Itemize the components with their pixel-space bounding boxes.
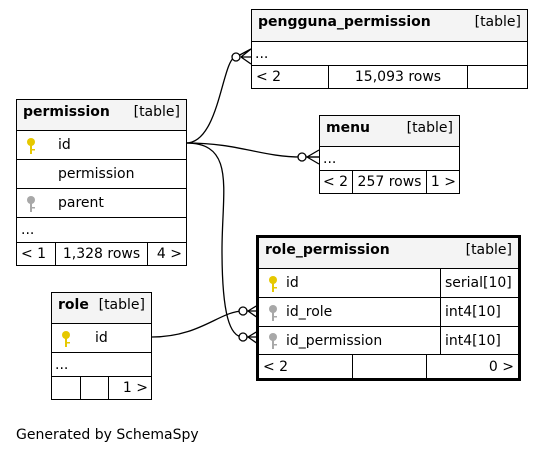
column-row: id [52,323,151,352]
crowfoot-menu [306,149,320,165]
table-tag: [table] [474,14,521,30]
footer-children: 1 > [108,377,151,399]
table-footer: < 1 1,328 rows 4 > [17,242,186,265]
connector-permission-role_permission [185,142,257,338]
column-name: id_role [286,304,333,320]
column-name: id [95,330,108,346]
gray-key-icon [269,305,277,321]
footer-rows: 257 rows [352,171,426,193]
table-header: menu [table] [320,116,459,146]
gold-key-icon [269,276,277,292]
gray-key-icon [27,196,35,212]
footer-parents: < 1 [21,246,47,262]
table-tag: [table] [465,242,512,258]
column-name: permission [58,166,135,182]
ellipsis: ... [323,150,337,167]
column-name: id_permission [286,332,383,349]
table-name: role_permission [265,242,390,258]
footer-parents: < 2 [263,358,289,375]
table-footer: 1 > [52,376,151,399]
crowfoot-pengguna [240,48,252,65]
table-header: pengguna_permission [table] [252,10,527,41]
table-footer: < 2 257 rows 1 > [320,170,459,193]
gold-key-icon [27,138,35,154]
ellipsis: ... [55,356,69,373]
optional-marker-menu [297,152,307,162]
footer-rows [80,377,108,399]
table-name: role [58,297,89,313]
table-name: menu [326,120,371,136]
column-row: parent [17,188,186,217]
table-tag: [table] [133,104,180,120]
column-row: id_role int4[10] [259,297,518,326]
column-type: int4[10] [440,327,518,354]
table-footer: < 2 15,093 rows [252,65,527,88]
column-name: parent [58,195,104,211]
column-row: id_permission int4[10] [259,326,518,354]
table-name: pengguna_permission [258,14,431,30]
footer-rows: 1,328 rows [55,243,147,265]
footer-children: 0 > [426,355,518,378]
footer-children: 1 > [426,171,459,193]
generated-by-text: Generated by SchemaSpy [16,427,199,443]
ellipsis-row: ... [320,146,459,170]
table-name: permission [23,104,110,120]
table-tag: [table] [98,297,145,313]
column-type: serial[10] [440,269,518,297]
table-header: role_permission [table] [259,238,518,268]
optional-marker-id-permission [238,332,248,342]
gray-key-icon [269,333,277,349]
ellipsis-row: ... [252,41,527,65]
ellipsis: ... [255,45,269,62]
optional-marker-id-role [238,306,248,316]
footer-children [467,66,527,88]
column-name: id [58,137,71,153]
optional-marker-pengguna [231,52,241,62]
table-role[interactable]: role [table] id ... 1 > [51,292,152,400]
footer-rows: 15,093 rows [328,66,467,88]
table-header: permission [table] [17,100,186,130]
column-type: int4[10] [440,298,518,326]
table-tag: [table] [406,120,453,136]
footer-rows [352,355,426,378]
connector-permission-pengguna_permission [185,48,252,144]
column-row: id [17,130,186,159]
table-footer: < 2 0 > [259,354,518,378]
footer-parents [55,377,80,399]
footer-parents: < 2 [256,69,282,85]
ellipsis-row: ... [52,352,151,376]
gold-key-icon [62,331,70,347]
table-header: role [table] [52,293,151,323]
ellipsis-row: ... [17,217,186,242]
table-permission[interactable]: permission [table] id permission parent … [16,99,187,266]
ellipsis: ... [21,222,35,238]
table-role-permission[interactable]: role_permission [table] id serial[10] id… [256,235,521,381]
table-pengguna-permission[interactable]: pengguna_permission [table] ... < 2 15,0… [251,9,528,89]
column-row: permission [17,159,186,188]
footer-parents: < 2 [323,174,349,190]
table-menu[interactable]: menu [table] ... < 2 257 rows 1 > [319,115,460,194]
column-row: id serial[10] [259,268,518,297]
footer-children: 4 > [147,243,186,265]
column-name: id [286,275,299,291]
